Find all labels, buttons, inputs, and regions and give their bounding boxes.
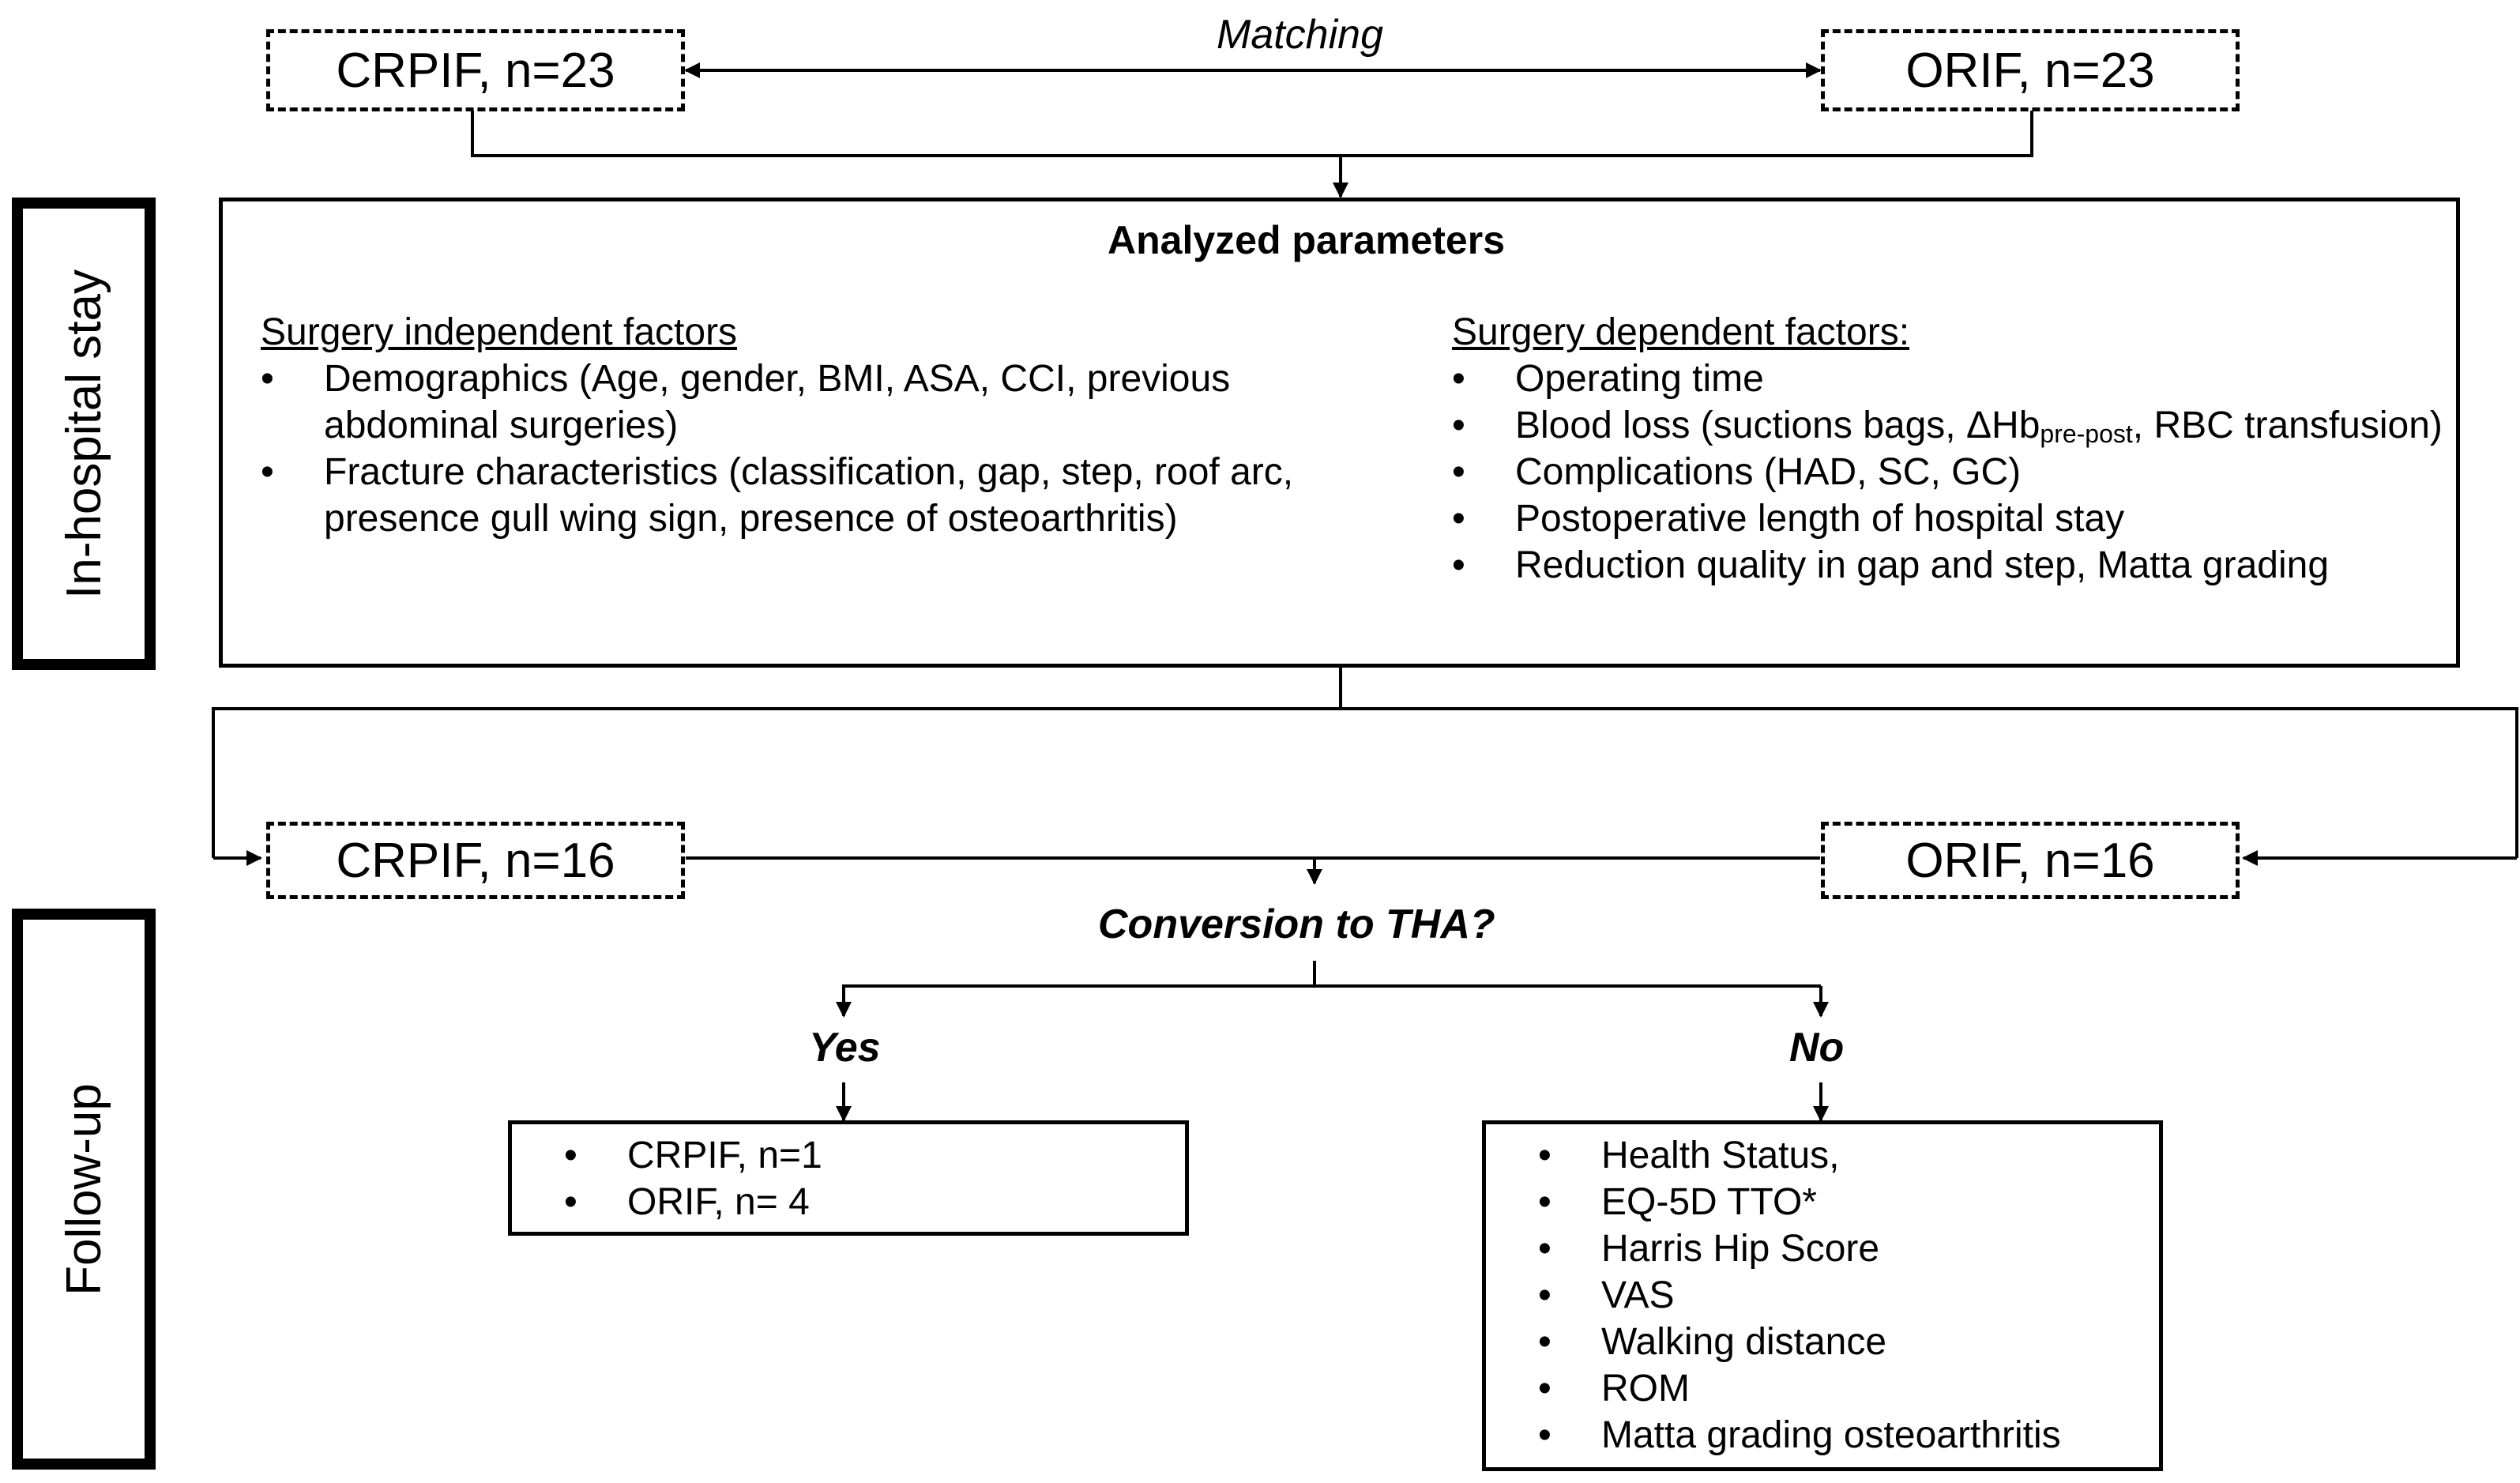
blood-loss-text: Blood loss (suctions bags, ΔHb <box>1515 405 2040 446</box>
crpif-16-box: CRPIF, n=16 <box>266 822 685 899</box>
list-item: Reduction quality in gap and step, Matta… <box>1452 542 2455 589</box>
list-item: Demographics (Age, gender, BMI, ASA, CCI… <box>261 356 1382 449</box>
yes-result-box: CRPIF, n=1 ORIF, n= 4 <box>508 1120 1189 1236</box>
blood-loss-subscript: pre-post <box>2040 420 2133 448</box>
list-item: EQ-5D TTO* <box>1538 1179 2061 1225</box>
yes-no-split <box>842 961 1316 1014</box>
list-item: Matta grading osteoarthritis <box>1538 1412 2061 1459</box>
analyzed-parameters-title: Analyzed parameters <box>1108 218 1506 262</box>
independent-factors: Surgery independent factors Demographics… <box>261 309 1382 542</box>
crpif-23-box: CRPIF, n=23 <box>266 29 685 111</box>
list-item: ORIF, n= 4 <box>564 1179 822 1225</box>
conversion-question: Conversion to THA? <box>1098 901 1495 947</box>
matching-label: Matching <box>1217 12 1383 58</box>
dependent-factors: Surgery dependent factors: Operating tim… <box>1452 309 2455 589</box>
list-item: Postoperative length of hospital stay <box>1452 495 2455 542</box>
list-item: Fracture characteristics (classification… <box>261 449 1382 542</box>
orif-23-box: ORIF, n=23 <box>1821 29 2240 111</box>
phase-in-hospital: In-hospital stay <box>12 198 156 670</box>
crpif-16-label: CRPIF, n=16 <box>336 833 615 888</box>
list-item: VAS <box>1538 1272 2061 1319</box>
list-item: CRPIF, n=1 <box>564 1132 822 1179</box>
phase-in-hospital-label: In-hospital stay <box>56 269 111 599</box>
no-result-box: Health Status, EQ-5D TTO* Harris Hip Sco… <box>1482 1120 2163 1471</box>
list-item: Walking distance <box>1538 1319 2061 1365</box>
merge-connector <box>471 111 2033 157</box>
list-item-blood-loss: Blood loss (suctions bags, ΔHbpre-post, … <box>1452 402 2455 449</box>
orif-16-box: ORIF, n=16 <box>1821 822 2240 899</box>
phase-follow-up-label: Follow-up <box>56 1082 111 1296</box>
independent-factors-heading: Surgery independent factors <box>261 311 738 353</box>
orif-23-label: ORIF, n=23 <box>1905 43 2155 98</box>
yes-label: Yes <box>809 1025 881 1071</box>
dependent-factors-heading: Surgery dependent factors: <box>1452 311 1910 353</box>
list-item: Health Status, <box>1538 1132 2061 1179</box>
list-item: ROM <box>1538 1365 2061 1412</box>
phase-follow-up: Follow-up <box>12 909 156 1470</box>
analyzed-parameters-box: Analyzed parameters Surgery independent … <box>219 198 2460 668</box>
list-item: Harris Hip Score <box>1538 1225 2061 1272</box>
no-label: No <box>1789 1025 1845 1071</box>
crpif-23-label: CRPIF, n=23 <box>336 43 615 98</box>
orif-16-label: ORIF, n=16 <box>1905 833 2155 888</box>
split-connector <box>212 666 1342 858</box>
list-item: Operating time <box>1452 356 2455 402</box>
list-item: Complications (HAD, SC, GC) <box>1452 449 2455 495</box>
blood-loss-text-end: , RBC transfusion) <box>2132 405 2443 446</box>
